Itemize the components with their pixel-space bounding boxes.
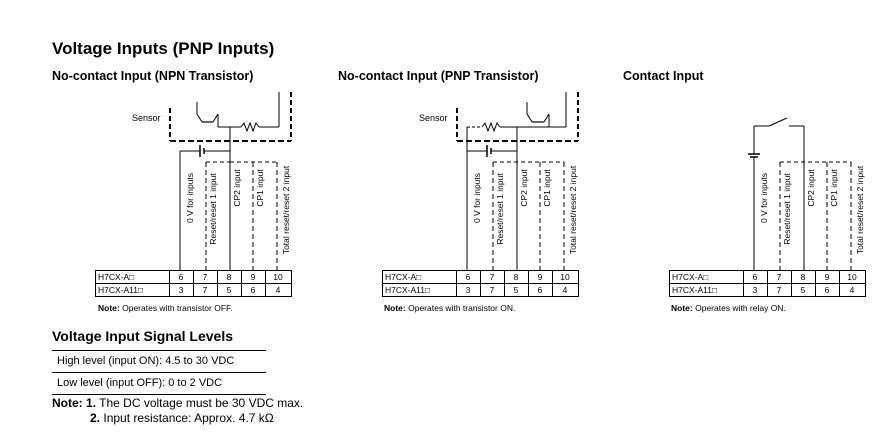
svg-text:7: 7 [777, 285, 782, 295]
svg-text:6: 6 [825, 285, 830, 295]
pnp-signal-0v: 0 V for inputs [472, 173, 482, 223]
contact-signal-cp2: CP2 input [806, 169, 816, 207]
svg-text:6: 6 [538, 285, 543, 295]
svg-text:10: 10 [273, 272, 283, 282]
contact-note: Note: Operates with relay ON. [671, 303, 786, 313]
svg-text:7: 7 [203, 272, 208, 282]
svg-text:9: 9 [251, 272, 256, 282]
svg-text:6: 6 [179, 272, 184, 282]
svg-text:4: 4 [276, 285, 281, 295]
npn-signal-0v: 0 V for inputs [185, 173, 195, 223]
svg-text:9: 9 [825, 272, 830, 282]
npn-signal-cp2: CP2 input [232, 169, 242, 207]
svg-text:10: 10 [847, 272, 857, 282]
svg-text:5: 5 [514, 285, 519, 295]
svg-text:5: 5 [227, 285, 232, 295]
svg-text:4: 4 [850, 285, 855, 295]
svg-text:7: 7 [777, 272, 782, 282]
npn-wiring-diagram: Sensor 0 V for inputs Reset/reset 1 inpu… [95, 92, 295, 298]
npn-model-a11: H7CX-A11□ [98, 285, 143, 295]
contact-signal-0v: 0 V for inputs [759, 173, 769, 223]
npn-sensor-label: Sensor [132, 113, 161, 123]
npn-signal-total-reset: Total reset/reset 2 input [281, 165, 291, 254]
signal-levels-table: High level (input ON): 4.5 to 30 VDC Low… [52, 350, 266, 395]
signal-level-low: Low level (input OFF): 0 to 2 VDC [52, 372, 266, 395]
svg-text:7: 7 [203, 285, 208, 295]
svg-text:7: 7 [490, 285, 495, 295]
pnp-signal-cp2: CP2 input [519, 169, 529, 207]
svg-text:3: 3 [179, 285, 184, 295]
footnote-1: Note: 1. The DC voltage must be 30 VDC m… [52, 396, 304, 410]
pnp-note: Note: Operates with transistor ON. [384, 303, 516, 313]
contact-signal-total-reset: Total reset/reset 2 input [855, 165, 865, 254]
pnp-signal-total-reset: Total reset/reset 2 input [568, 165, 578, 254]
npn-signal-reset: Reset/reset 1 input [208, 173, 218, 245]
npn-heading: No-contact Input (NPN Transistor) [52, 69, 254, 83]
npn-note: Note: Operates with transistor OFF. [98, 303, 233, 313]
svg-text:8: 8 [514, 272, 519, 282]
svg-text:8: 8 [227, 272, 232, 282]
pnp-model-a11: H7CX-A11□ [385, 285, 430, 295]
signal-level-high: High level (input ON): 4.5 to 30 VDC [52, 350, 266, 372]
contact-model-a: H7CX-A□ [672, 272, 708, 282]
npn-model-a: H7CX-A□ [98, 272, 134, 282]
contact-signal-reset: Reset/reset 1 input [782, 173, 792, 245]
pnp-heading: No-contact Input (PNP Transistor) [338, 69, 539, 83]
npn-signal-cp1: CP1 input [255, 169, 265, 207]
contact-heading: Contact Input [623, 69, 704, 83]
page-title: Voltage Inputs (PNP Inputs) [52, 39, 275, 58]
svg-text:10: 10 [560, 272, 570, 282]
pnp-wiring-diagram: Sensor 0 V for inputs Reset/reset 1 inpu… [382, 92, 582, 298]
footnotes: Note: 1. The DC voltage must be 30 VDC m… [52, 396, 303, 426]
footnote-2: 2. Input resistance: Approx. 4.7 kΩ [90, 411, 274, 425]
svg-text:6: 6 [753, 272, 758, 282]
svg-text:5: 5 [801, 285, 806, 295]
contact-wiring-diagram: 0 V for inputs Reset/reset 1 input CP2 i… [669, 92, 869, 298]
svg-text:6: 6 [466, 272, 471, 282]
pnp-model-a: H7CX-A□ [385, 272, 421, 282]
contact-model-a11: H7CX-A11□ [672, 285, 717, 295]
pnp-sensor-label: Sensor [419, 113, 448, 123]
svg-text:9: 9 [538, 272, 543, 282]
signal-levels-title: Voltage Input Signal Levels [52, 328, 233, 344]
contact-signal-cp1: CP1 input [829, 169, 839, 207]
svg-text:3: 3 [466, 285, 471, 295]
pnp-signal-reset: Reset/reset 1 input [495, 173, 505, 245]
svg-text:3: 3 [753, 285, 758, 295]
svg-text:6: 6 [251, 285, 256, 295]
svg-text:8: 8 [801, 272, 806, 282]
svg-text:4: 4 [563, 285, 568, 295]
svg-text:7: 7 [490, 272, 495, 282]
pnp-signal-cp1: CP1 input [542, 169, 552, 207]
